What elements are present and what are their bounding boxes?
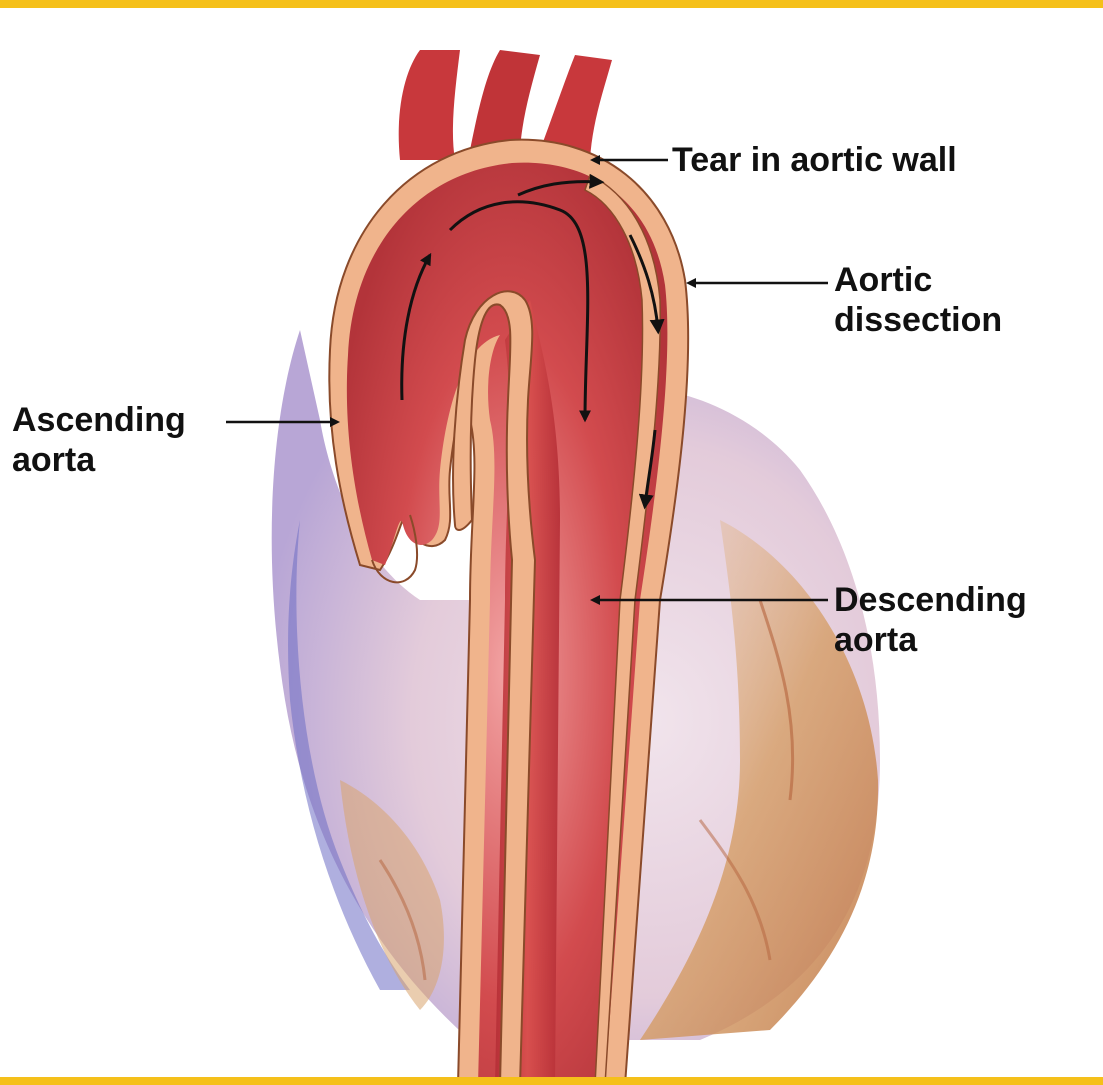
descending-aorta-label-line1: Descending (834, 580, 1027, 620)
aortic-dissection-label-line2: dissection (834, 300, 1002, 340)
ascending-aorta-label-line1: Ascending (12, 400, 186, 440)
aortic-dissection-label-line1: Aortic (834, 260, 1002, 300)
ascending-aorta-label-line2: aorta (12, 440, 186, 480)
bottom-accent-bar (0, 1077, 1103, 1085)
ascending-aorta-label: Ascending aorta (12, 400, 186, 480)
descending-aorta-label-line2: aorta (834, 620, 1027, 660)
descending-aorta-label: Descending aorta (834, 580, 1027, 660)
aortic-dissection-label: Aortic dissection (834, 260, 1002, 340)
tear-label: Tear in aortic wall (672, 140, 957, 180)
tear-label-text: Tear in aortic wall (672, 141, 957, 179)
